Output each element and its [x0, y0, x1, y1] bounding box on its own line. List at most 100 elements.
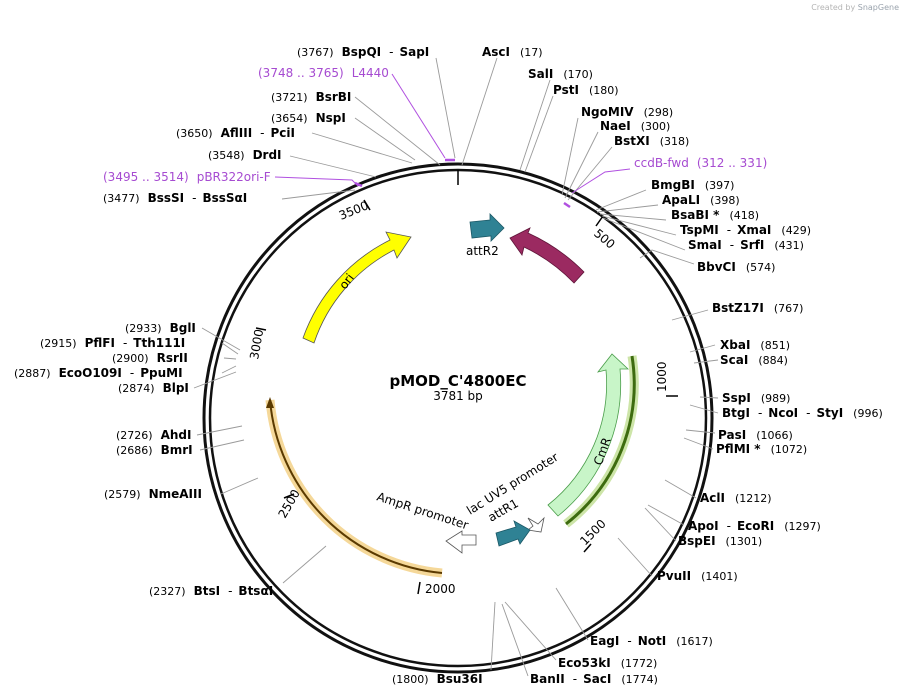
lead-BbvCI: [639, 249, 695, 265]
site-DrdI[interactable]: (3548)DrdI: [208, 148, 282, 162]
lead-BmrI: [199, 439, 245, 451]
lead-BspEI: [644, 507, 677, 542]
primer-L4440[interactable]: (3748 .. 3765)L4440: [258, 66, 389, 80]
site-PvuII[interactable]: PvuII(1401): [657, 569, 738, 583]
lead-ApaLI: [596, 204, 659, 213]
site-NgoMIV[interactable]: NgoMIV(298): [581, 105, 673, 119]
site-RsrII[interactable]: (2900)RsrII: [112, 351, 188, 365]
tick-3000: [255, 327, 267, 331]
site-BspEI[interactable]: BspEI(1301): [678, 534, 762, 548]
site-BmgBI[interactable]: BmgBI(397): [651, 178, 734, 192]
site-BsaBI[interactable]: BsaBI *(418): [671, 208, 759, 222]
lead-NmeAIII: [220, 477, 259, 495]
lead-EcoO109I: [221, 365, 237, 374]
lead-AclI: [664, 479, 697, 499]
site-PflMI[interactable]: PflMI *(1072): [716, 442, 807, 456]
lead-BstXI: [567, 146, 613, 201]
site-SalI[interactable]: SalI(170): [528, 67, 593, 81]
CmR-feature[interactable]: [547, 353, 630, 517]
lead-pBR322ori-F: [274, 176, 359, 187]
attR1-feature[interactable]: [495, 520, 531, 547]
site-AclI[interactable]: AclI(1212): [700, 491, 772, 505]
plasmid-name: pMOD_C'4800EC: [390, 372, 527, 390]
lead-EagI: [555, 587, 589, 641]
site-BspQI[interactable]: (3767)BspQI-SapI: [297, 45, 429, 59]
lead-ScaI: [693, 359, 719, 364]
site-NmeAIII[interactable]: (2579)NmeAIII: [104, 487, 202, 501]
lacUV5-feature[interactable]: [527, 516, 545, 533]
lead-SalI: [519, 79, 551, 171]
site-EcoO109I[interactable]: (2887)EcoO109I-PpuMI: [14, 366, 183, 380]
lead-BtgI: [689, 404, 719, 414]
lead-NspI: [354, 117, 416, 161]
tick-500: [595, 215, 604, 227]
lead-L4440: [391, 73, 446, 159]
site-PstI[interactable]: PstI(180): [553, 83, 619, 97]
lead-PasI: [685, 429, 716, 434]
site-Eco53kI[interactable]: Eco53kI(1772): [558, 656, 657, 670]
CmR-label: CmR: [591, 436, 614, 467]
tick-label-1500: 1500: [577, 517, 608, 548]
site-BmrI[interactable]: (2686)BmrI: [116, 443, 193, 457]
lead-BanII: [501, 603, 529, 677]
tick-2500: [283, 493, 295, 499]
site-BtgI[interactable]: BtgI-NcoI-StyI(996): [722, 406, 883, 420]
lead-BtsI: [282, 545, 327, 584]
primer-ccdB-fwd[interactable]: ccdB-fwd(312 .. 331): [634, 156, 767, 170]
site-BtsI[interactable]: (2327)BtsI-BtsαI: [149, 584, 273, 598]
site-BlpI[interactable]: (2874)BlpI: [118, 381, 189, 395]
site-ScaI[interactable]: ScaI(884): [720, 353, 788, 367]
lead-PvuII: [617, 537, 653, 577]
lead-BlpI: [193, 371, 237, 389]
site-BssSI[interactable]: (3477)BssSI-BssSαI: [103, 191, 247, 205]
ori-feature[interactable]: [302, 231, 412, 344]
cmr-strand: [565, 355, 636, 526]
site-NspI[interactable]: (3654)NspI: [271, 111, 346, 125]
site-BglI[interactable]: (2933)BglI: [125, 321, 196, 335]
lead-AscI: [461, 57, 498, 166]
lead-ccdB-fwd: [571, 168, 631, 194]
tick-label-1000: 1000: [655, 361, 669, 392]
site-TspMI[interactable]: TspMI-XmaI(429): [680, 223, 811, 237]
attR2-feature[interactable]: [469, 213, 505, 242]
site-BstXI[interactable]: BstXI(318): [614, 134, 689, 148]
site-EagI[interactable]: EagI-NotI(1617): [590, 634, 713, 648]
lead-BsaBI: [599, 213, 667, 221]
site-SmaI[interactable]: SmaI-SrfI(431): [688, 238, 804, 252]
site-AscI[interactable]: AscI(17): [482, 45, 543, 59]
site-BbvCI[interactable]: BbvCI(574): [697, 260, 775, 274]
site-BsrBI[interactable]: (3721)BsrBI: [271, 90, 351, 104]
lead-AflIII: [311, 132, 413, 164]
primer-pBR322ori-F[interactable]: (3495 .. 3514)pBR322ori-F: [103, 170, 271, 184]
attR2-label: attR2: [466, 244, 499, 258]
site-NaeI[interactable]: NaeI(300): [600, 119, 670, 133]
site-BanII[interactable]: BanII-SacI(1774): [530, 672, 658, 686]
plasmid-length: 3781 bp: [433, 389, 483, 403]
tick-label-500: 500: [591, 226, 618, 251]
tick-label-2000: 2000: [425, 582, 456, 596]
tick-label-3500: 3500: [337, 198, 371, 222]
lead-TspMI: [601, 215, 677, 236]
tick-2000: [417, 581, 421, 595]
site-SspI[interactable]: SspI(989): [722, 391, 790, 405]
site-PasI[interactable]: PasI(1066): [718, 428, 793, 442]
site-AflIII[interactable]: (3650)AflIII-PciI: [176, 126, 295, 140]
site-ApaLI[interactable]: ApaLI(398): [662, 193, 740, 207]
snapgene-credit: Created by SnapGene: [811, 3, 899, 12]
site-AhdI[interactable]: (2726)AhdI: [116, 428, 191, 442]
site-BstZ17I[interactable]: BstZ17I(767): [712, 301, 803, 315]
ccdB-feature[interactable]: [509, 227, 585, 284]
lead-RsrII: [223, 357, 237, 360]
lead-ApoI: [647, 504, 685, 526]
site-Bsu36I[interactable]: (1800)Bsu36I: [392, 672, 483, 686]
AmpR-promoter-feature[interactable]: [445, 530, 477, 554]
tick-label-3000: 3000: [247, 328, 266, 361]
site-XbaI[interactable]: XbaI(851): [720, 338, 790, 352]
site-PflFI[interactable]: (2915)PflFI-Tth111I: [40, 336, 185, 350]
tick-3500: [363, 199, 371, 211]
ampr-strand: [269, 399, 443, 574]
lead-Bsu36I: [490, 601, 496, 671]
lead-PflFI: [221, 342, 239, 355]
site-ApoI[interactable]: ApoI-EcoRI(1297): [688, 519, 821, 533]
lead-NgoMIV: [561, 117, 579, 196]
